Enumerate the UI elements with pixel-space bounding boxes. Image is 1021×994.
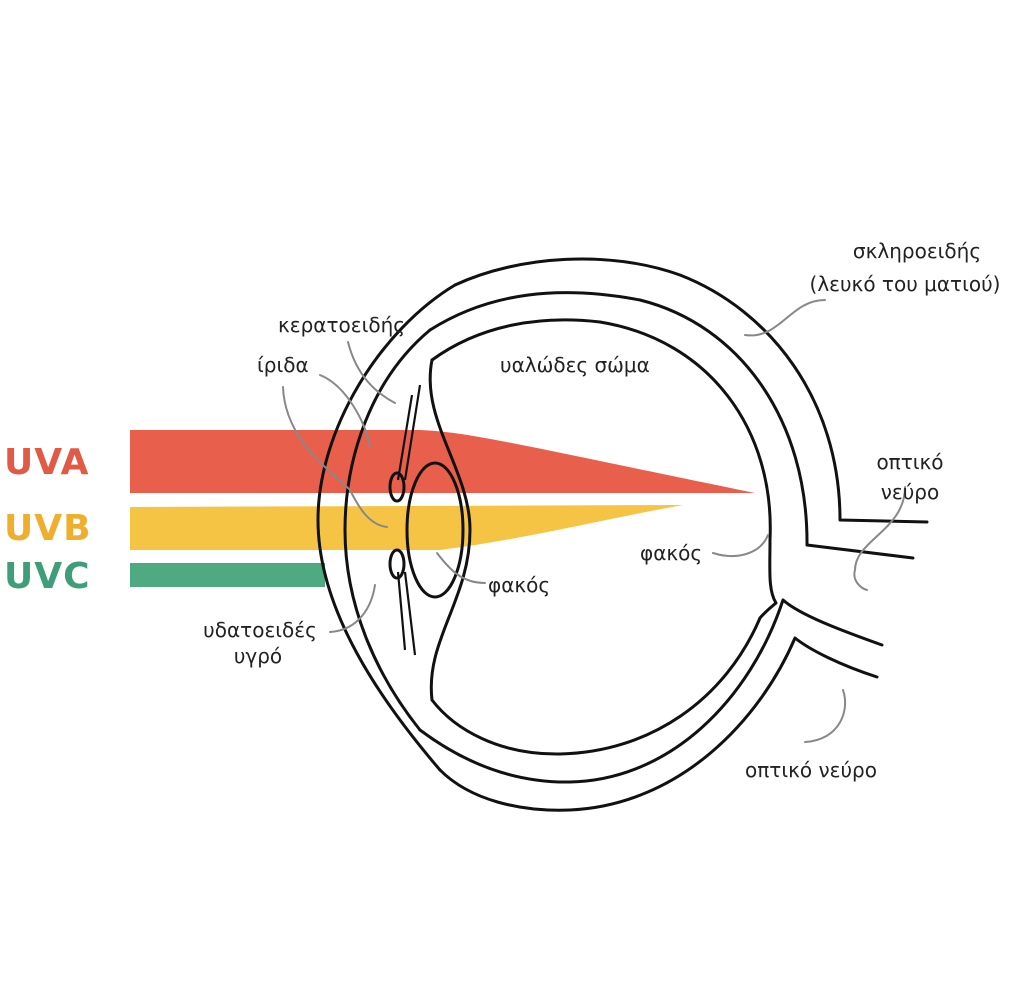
vitreous-label: υαλώδες σώμα [500,353,650,377]
uvb-label: UVB [4,508,92,549]
iris-leader-1 [319,374,371,448]
cornea-inner [343,328,432,732]
lens-center-leader [436,552,486,584]
cornea-label: κερατοειδής [278,313,405,337]
uvc-beam [130,563,325,587]
sclera-label-1: σκληροειδής [853,239,981,263]
iris-lower [396,571,417,656]
cornea-leader [347,341,396,404]
sclera-leader [744,299,826,337]
lens-right-label: φακός [640,541,702,565]
sclera-outer [453,257,929,524]
lens-right-leader [712,534,769,557]
optic-nerve-upper-label-2: νεύρο [881,480,940,504]
iris-upper [396,384,422,481]
sclera-inner [428,291,915,560]
optic-nerve-upper-leader [853,486,906,591]
optic-nerve-upper-label-1: οπτικό [876,450,943,474]
sclera-label-2: (λευκό του ματιού) [810,272,1001,296]
aqueous-label-1: υδατοειδές [203,618,317,642]
lens-center-label: φακός [488,573,550,597]
optic-nerve-lower-leader [804,689,847,743]
uva-label: UVA [4,442,90,483]
lens-capsule [428,358,472,702]
iris-nodule-upper [388,471,406,503]
iris-label: ίριδα [257,353,309,377]
sclera-inner-bottom [418,598,884,784]
retina [430,318,778,756]
lens [405,461,465,599]
sclera-outer-bottom [438,636,879,812]
aqueous-leader [329,584,376,633]
iris-leader-2 [282,386,388,528]
iris-nodule-lower [388,548,406,580]
uva-beam [130,430,755,493]
cornea-outer [316,283,457,772]
uvc-label: UVC [4,556,91,597]
aqueous-label-2: υγρό [234,644,282,668]
optic-nerve-lower-label: οπτικό νεύρο [745,758,877,782]
eye-outline [316,257,929,812]
